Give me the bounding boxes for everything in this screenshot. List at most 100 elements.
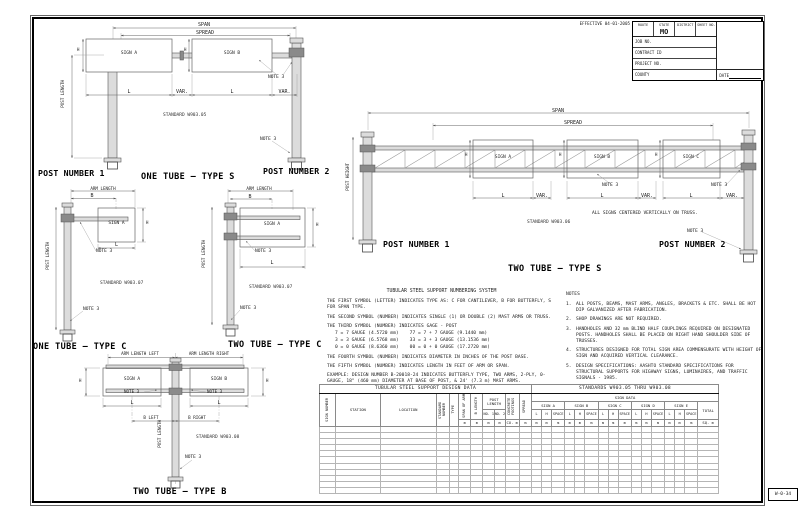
col-sign-b: SIGN B [564,401,599,410]
note3-callout: NOTE 3 [207,388,223,394]
arm-length-label: ARM LENGTH [90,185,116,191]
col-type: TYPE [449,393,460,427]
col-sign-c: SIGN C [597,401,632,410]
mast-arm-upper [233,215,301,220]
drawing-one-tube-type-s [71,26,306,170]
dim-l-label: L [689,192,693,199]
dim-l-label: L [270,259,274,266]
post-2 [743,134,754,251]
sheet-ref-box: W-0-34 [768,488,798,501]
sign-a-label: SIGN A [120,51,138,56]
col-station: STATION [335,393,381,427]
dim-h-label: H [655,152,658,157]
sign-b-panel [191,38,273,73]
col-standard-number: STANDARD NUMBER [436,393,451,427]
county-row: COUNTY [635,71,650,77]
arm-length-label: ARM LENGTH [246,185,272,191]
numbering-paragraph: THE FOURTH SYMBOL (NUMBER) INDICATES DIA… [327,354,529,360]
post-length-label: POST LENGTH [201,240,206,268]
sign-b-label: SIGN B [593,154,611,160]
dim-spread-label: SPREAD [195,29,215,36]
date-row: DATE [717,70,763,80]
dim-b-label: B [90,192,94,199]
note3-callout: NOTE 3 [268,75,285,80]
gauge-line: 0 = 0 GAUGE (8.6360 mm) 00 = 0 + 0 GAUGE… [335,345,490,351]
note3-callout: NOTE 3 [711,182,728,188]
col-total: TOTAL [697,401,719,420]
note-item: 4.STRUCTURES DESIGNED FOR TOTAL SIGN ARE… [566,348,762,360]
dim-var-label: VAR. [535,192,549,199]
table-title-left: TUBULAR STEEL SUPPORT DESIGN DATA [319,384,532,394]
project-no-row: PROJECT NO. [633,59,717,71]
truss-web-members [374,149,745,169]
col-spread: SPREAD [518,393,532,420]
note3-callout: NOTE 3 [240,305,257,311]
beam-splice [179,50,184,61]
col-sign-d: SIGN D [630,401,666,410]
note-item: 1.ALL POSTS, BEAMS, MAST ARMS, ANGLES, B… [566,301,756,313]
sign-a-panel [472,139,534,179]
empty-row [318,456,719,464]
sign-a-panel [97,207,136,243]
dim-l-label: L [217,399,221,406]
col-sign-e: SIGN E [664,401,699,410]
b-right-label: B RIGHT [188,415,206,420]
one-tube-c-title: ONE TUBE — TYPE C [33,341,127,352]
two-tube-b-title: TWO TUBE — TYPE B [133,487,227,497]
arm-length-right-label: ARM LENGTH RIGHT [188,350,230,356]
post-number-2-label: POST NUMBER 2 [263,165,330,176]
post-height-label: POST HEIGHT [345,163,350,191]
note-item: 5.DESIGN SPECIFICATIONS: AASHTO STANDARD… [566,363,748,381]
notes-block: NOTES 1.ALL POSTS, BEAMS, MAST ARMS, ANG… [566,292,763,385]
two-tube-s-title: TWO TUBE — TYPE S [508,263,602,274]
dim-h-label: H [77,47,80,52]
post-length-label: POST LENGTH [45,242,50,270]
numbering-system-block: TUBULAR STEEL SUPPORT NUMBERING SYSTEM T… [327,289,556,389]
col-b-length: B LENGTH [470,393,484,420]
dim-h-label: H [79,377,82,383]
col-span-of-arm: SPAN OF ARM [458,393,472,420]
effective-date: EFFECTIVE 04-01-2005 [579,21,630,26]
dim-h-label: H [146,220,149,225]
dim-l-label: L [501,192,505,199]
standard-ref: STANDARD W903.06 [527,219,571,225]
col-post-no2: NO. 2 [493,409,506,420]
col-post-length: POST LENGTH [482,393,506,410]
sign-a-label: SIGN A [494,154,512,160]
sign-a-label: SIGN A [123,377,141,382]
dim-h-label: H [266,377,269,383]
dim-h-label: H [465,152,468,157]
standard-ref: STANDARD W903.07 [249,284,293,290]
one-tube-s-title: ONE TUBE — TYPE S [141,171,235,182]
sign-a-label: SIGN A [108,220,125,226]
sign-c-panel [662,139,721,179]
sign-c-label: SIGN C [682,154,700,160]
dim-span-label: SPAN [197,22,211,28]
drawing-two-tube-type-c [211,189,316,337]
note3-callout: NOTE 3 [687,228,704,234]
dim-l-label: L [130,399,134,406]
sign-a-panel [85,38,173,73]
numbering-paragraph: THE THIRD SYMBOL (NUMBER) INDICATES GAGE… [327,324,457,330]
notes-heading: NOTES [566,292,580,297]
b-left-label: B LEFT [143,415,159,420]
standard-ref: STANDARD W903.08 [196,434,240,440]
note3-callout: NOTE 3 [185,454,202,460]
contract-id-row: CONTRACT ID [633,48,717,60]
numbering-paragraph: THE SECOND SYMBOL (NUMBER) INDICATES SIN… [327,314,552,320]
post-1 [362,136,373,241]
two-tube-c-title: TWO TUBE — TYPE C [228,339,322,350]
note3-callout: NOTE 3 [260,136,277,142]
drawing-two-tube-type-b [84,353,266,489]
state-value: MO [659,28,669,36]
col-location: LOCATION [379,393,438,427]
post-number-1-label: POST NUMBER 1 [38,167,105,178]
col-concrete-footings: CONCRETE FOOTINGS [504,393,520,420]
dim-var-label: VAR. [278,88,291,95]
post-number-1-label: POST NUMBER 1 [383,238,450,249]
dim-spread-label: SPREAD [563,119,583,126]
note-item: 3.HANDHOLES AND 32 mm BLIND HALF COUPLIN… [566,326,751,344]
sign-b-label: SIGN B [210,377,228,382]
drawing-two-tube-type-s [352,111,758,263]
